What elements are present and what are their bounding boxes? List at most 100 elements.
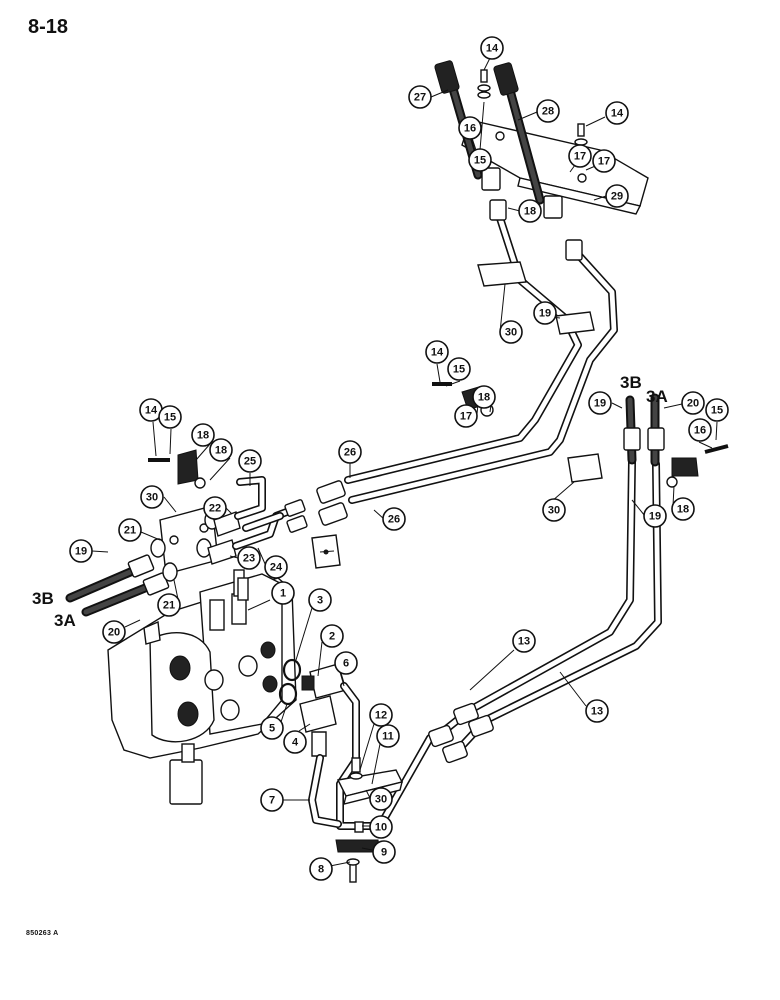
callout-26: 26 (338, 440, 362, 464)
callout-label: 18 (524, 206, 536, 218)
callout-14: 14 (425, 340, 449, 364)
callout-21: 21 (157, 593, 181, 617)
callout-14: 14 (139, 398, 163, 422)
callout-label: 7 (269, 795, 275, 807)
leader-line (229, 555, 239, 559)
callout-19: 19 (69, 539, 93, 563)
callout-label: 18 (478, 392, 490, 404)
callout-label: 13 (591, 706, 603, 718)
callout-13: 13 (585, 699, 609, 723)
callout-label: 10 (375, 822, 387, 834)
callout-6: 6 (334, 651, 358, 675)
callout-29: 29 (605, 184, 629, 208)
callout-27: 27 (408, 85, 432, 109)
right-hoses (623, 393, 665, 467)
callout-label: 6 (343, 658, 349, 670)
leader-line (359, 723, 375, 771)
callout-label: 13 (518, 636, 530, 648)
callout-10: 10 (369, 815, 393, 839)
callout-19: 19 (643, 504, 667, 528)
callout-label: 16 (464, 123, 476, 135)
callout-22: 22 (203, 496, 227, 520)
left-hoses (65, 554, 170, 617)
leader-line (715, 421, 718, 441)
leader-line (91, 550, 109, 553)
port-label-3A: 3A (646, 387, 668, 406)
control-valve (107, 569, 297, 805)
callout-label: 14 (486, 43, 499, 55)
leader-line (319, 550, 335, 553)
callout-18: 18 (472, 385, 496, 409)
drawing-code: 850263 A (26, 930, 59, 937)
callout-30: 30 (542, 498, 566, 522)
leader-line (329, 861, 351, 867)
callout-label: 5 (269, 723, 275, 735)
upper-tube-fittings (284, 199, 583, 533)
leader-line (631, 499, 646, 517)
leader-line (298, 723, 311, 732)
leader-line (663, 403, 683, 409)
leader-line (593, 195, 607, 201)
left-bracket (150, 505, 241, 582)
callout-label: 20 (687, 398, 699, 410)
callout-label: 15 (164, 412, 176, 424)
leader-line (361, 847, 373, 851)
leader-line (371, 743, 381, 785)
callout-label: 22 (209, 503, 221, 515)
leader-line (499, 283, 506, 333)
callout-label: 12 (375, 710, 387, 722)
callout-17: 17 (454, 404, 478, 428)
leader-line (698, 441, 713, 449)
leader-line (317, 641, 323, 677)
callout-label: 17 (598, 156, 610, 168)
callout-label: 30 (505, 327, 517, 339)
callout-label: 14 (431, 347, 444, 359)
callout-16: 16 (688, 418, 712, 442)
callout-label: 9 (381, 847, 387, 859)
callout-label: 18 (677, 504, 689, 516)
callout-7: 7 (260, 788, 284, 812)
callout-17: 17 (568, 144, 592, 168)
callout-18: 18 (518, 199, 542, 223)
callout-label: 14 (611, 108, 624, 120)
callout-label: 25 (244, 456, 256, 468)
leader-line (559, 671, 587, 707)
callout-label: 19 (539, 308, 551, 320)
callout-2: 2 (320, 624, 344, 648)
callout-17: 17 (592, 149, 616, 173)
leader-line (163, 496, 177, 513)
port-label-3B: 3B (32, 589, 54, 608)
callout-label: 26 (388, 514, 400, 526)
callout-26: 26 (382, 507, 406, 531)
tubes-short (232, 476, 296, 550)
leader-line (140, 531, 161, 541)
leader-line (124, 619, 141, 628)
leader-line (295, 607, 313, 661)
callout-label: 19 (594, 398, 606, 410)
callout-20: 20 (681, 391, 705, 415)
callout-label: 29 (611, 191, 623, 203)
callout-28: 28 (536, 99, 560, 123)
leader-line (169, 428, 172, 455)
callout-19: 19 (533, 301, 557, 325)
callout-30: 30 (499, 320, 523, 344)
callout-30: 30 (140, 485, 164, 509)
callout-18: 18 (671, 497, 695, 521)
callout-15: 15 (158, 405, 182, 429)
callout-label: 23 (243, 553, 255, 565)
bolts (148, 382, 729, 462)
diagram-artwork (65, 60, 729, 883)
port-label-3A: 3A (54, 611, 76, 630)
callout-label: 17 (574, 151, 586, 163)
callout-14: 14 (605, 101, 629, 125)
leader-line (280, 703, 288, 723)
leader-line (195, 443, 211, 461)
callout-18: 18 (209, 438, 233, 462)
callout-21: 21 (118, 518, 142, 542)
port-label-3B: 3B (620, 373, 642, 392)
callout-8: 8 (309, 857, 333, 881)
callout-15: 15 (447, 357, 471, 381)
callout-3: 3 (308, 588, 332, 612)
